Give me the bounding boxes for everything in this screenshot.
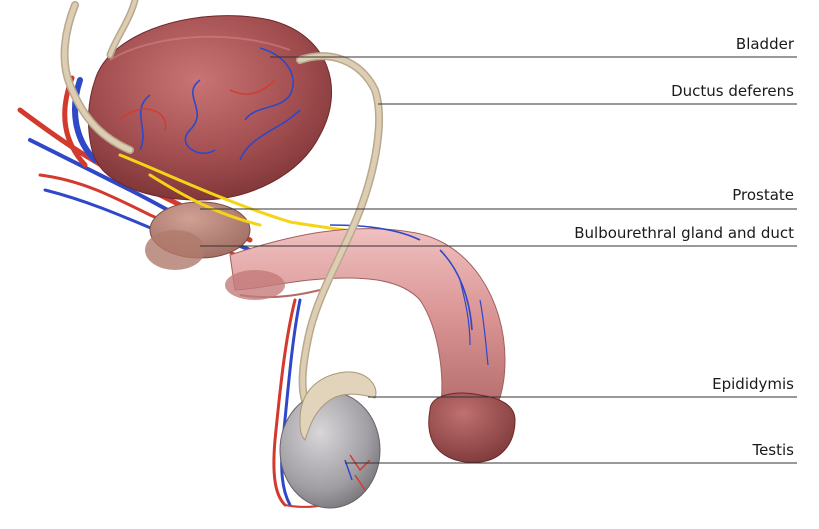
label-prostate: Prostate [732,186,794,204]
leader-lines [200,56,797,464]
prostate-organ [145,201,251,270]
epididymis-organ [299,371,377,441]
label-bladder: Bladder [735,35,794,53]
label-epididymis: Epididymis [712,375,794,393]
bladder-organ [87,15,333,201]
label-testis: Testis [752,441,794,459]
ductus-deferens [60,0,383,404]
testis-organ [279,391,381,509]
glans [428,392,516,463]
label-ductus-deferens: Ductus deferens [671,82,794,100]
label-bulbourethral-gland: Bulbourethral gland and duct [574,224,794,242]
